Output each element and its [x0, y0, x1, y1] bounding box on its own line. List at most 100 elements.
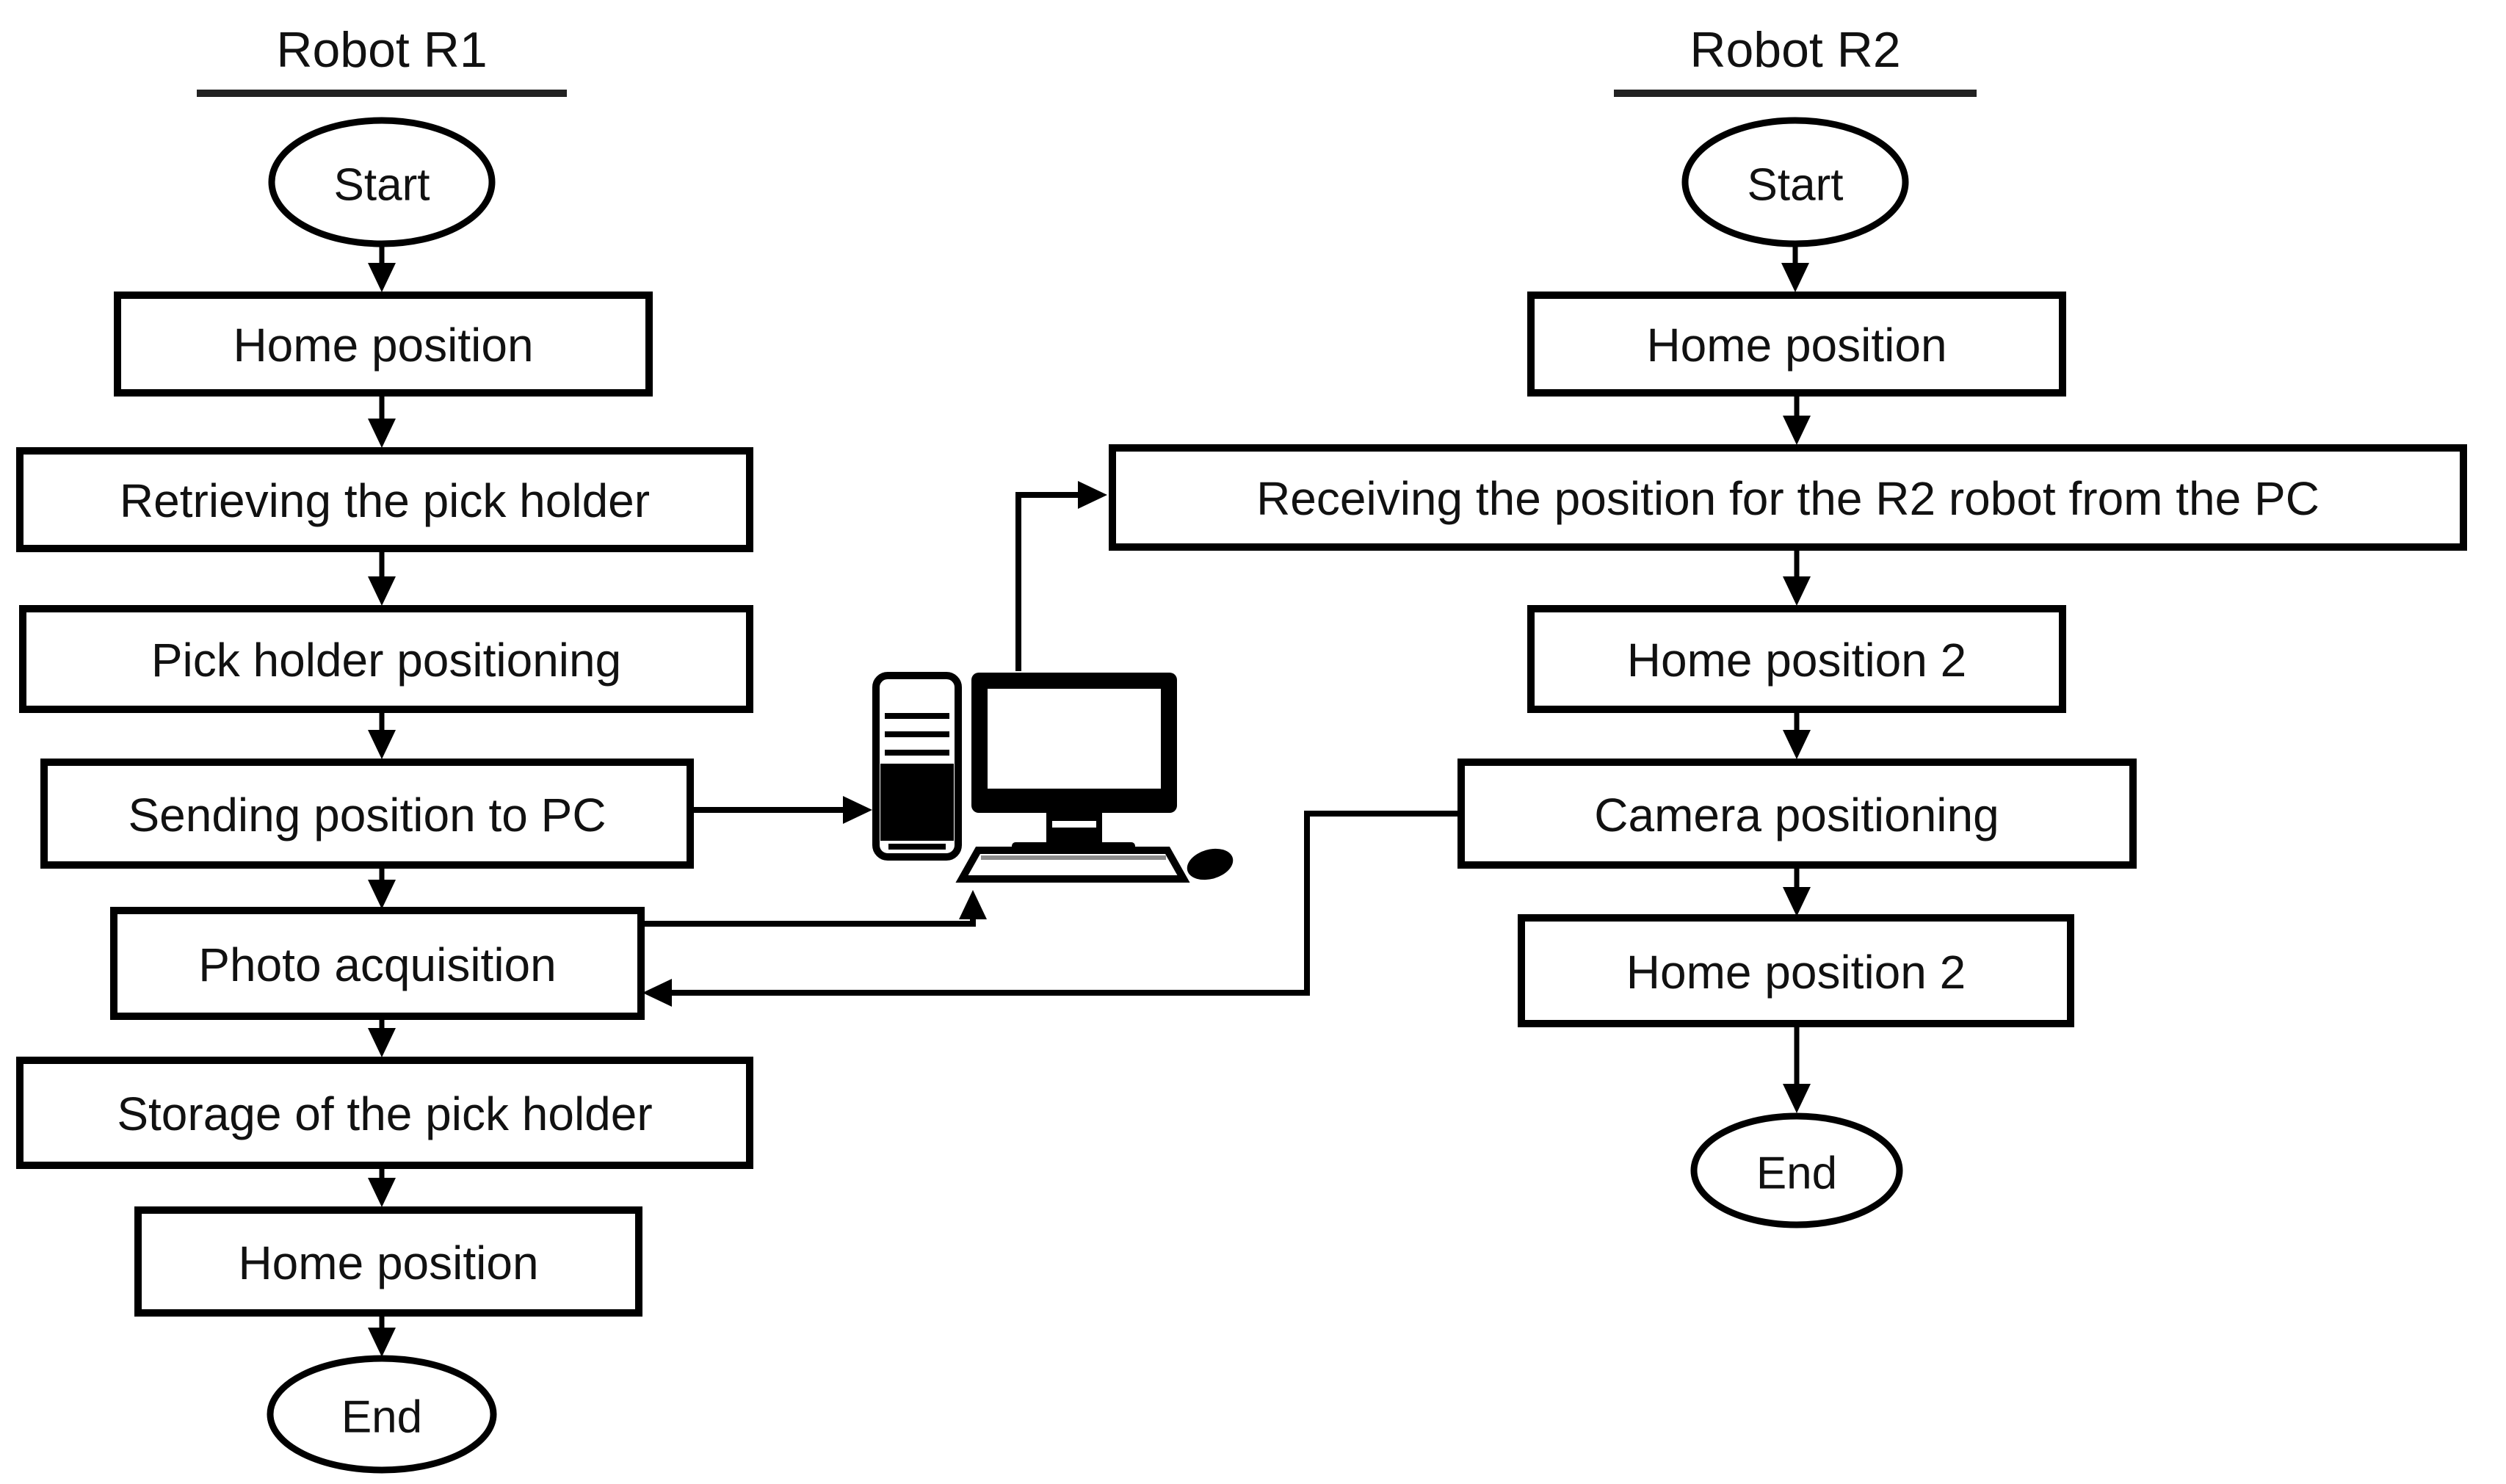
tower-front-panel [880, 764, 954, 841]
pc-keyboard-icon [955, 847, 1190, 883]
flow-arrow [368, 1016, 396, 1057]
arrow-head [843, 796, 872, 824]
flow-arrow [1783, 865, 1811, 916]
r2-step-home-position: Home position [1527, 292, 2066, 397]
r2-step-home-position-2a: Home position 2 [1527, 605, 2066, 713]
step-label: Home position [1646, 319, 1947, 372]
r1-step-retrieving-pick-holder: Retrieving the pick holder [16, 447, 753, 552]
pc-mouse-icon [1187, 848, 1234, 880]
step-box [134, 1206, 642, 1317]
flow-arrow [368, 1165, 396, 1207]
arrow-head [1783, 416, 1811, 445]
step-box [114, 292, 653, 397]
r1-step-home-position-2: Home position [134, 1206, 642, 1317]
r2-end-node: End [1690, 1112, 1903, 1228]
r1-step-pick-holder-positioning: Pick holder positioning [19, 605, 753, 713]
r1-column-title: Robot R1 [276, 22, 487, 78]
arrow-head [1783, 576, 1811, 606]
arrow-head [1783, 1084, 1811, 1113]
flow-arrow [368, 1313, 396, 1357]
r2-end-ellipse [1690, 1112, 1903, 1228]
arrow-head [368, 576, 396, 606]
flowchart-robot-r1: Robot R1 Start Home position Retrieving … [16, 22, 753, 1474]
connector-line [1015, 492, 1079, 671]
r2-column-title: Robot R2 [1690, 22, 1900, 78]
step-label: Retrieving the pick holder [120, 474, 650, 527]
step-label: Storage of the pick holder [117, 1087, 652, 1140]
pc-monitor-icon [971, 673, 1177, 860]
r2-end-label: End [1756, 1148, 1837, 1199]
arrow-head [1781, 263, 1809, 292]
monitor-neck-slot [1052, 821, 1096, 828]
step-box [1518, 914, 2074, 1027]
step-box [1527, 605, 2066, 713]
flow-arrow [368, 393, 396, 448]
connector-line [672, 811, 1461, 996]
step-box [1109, 444, 2467, 551]
connector-pc-to-receiving [1015, 481, 1107, 671]
arrow-head [368, 730, 396, 759]
step-label: Sending position to PC [128, 789, 606, 841]
r1-end-ellipse [267, 1355, 497, 1474]
r1-end-label: End [341, 1392, 422, 1443]
r1-step-home-position-1: Home position [114, 292, 653, 397]
flow-arrow [1783, 709, 1811, 759]
flow-arrow [1783, 547, 1811, 606]
step-label: Home position [238, 1237, 538, 1289]
arrow-head [368, 880, 396, 909]
r1-start-ellipse [268, 117, 496, 247]
step-label: Home position [233, 319, 533, 372]
flow-arrow [1783, 1024, 1811, 1113]
connector-camera-to-photo [642, 811, 1461, 1007]
arrow-head [368, 419, 396, 448]
r1-step-sending-position-to-pc: Sending position to PC [40, 759, 694, 869]
flow-arrow [1783, 393, 1811, 445]
arrow-head [1078, 481, 1107, 509]
desktop-computer-icon [872, 672, 1234, 883]
step-box [1457, 759, 2137, 869]
flowchart-robot-r2: Robot R2 Start Home position Receiving t… [1109, 22, 2467, 1228]
step-label: Pick holder positioning [151, 634, 621, 687]
step-label: Home position 2 [1626, 946, 1966, 999]
r2-step-camera-positioning: Camera positioning [1457, 759, 2137, 869]
connector-line [641, 918, 976, 927]
arrow-head [1783, 730, 1811, 759]
flow-arrow [1781, 245, 1809, 292]
flow-arrow [368, 865, 396, 909]
arrow-head [642, 979, 672, 1007]
arrow-head [368, 1178, 396, 1207]
r1-end-node: End [267, 1355, 497, 1474]
step-box [19, 605, 753, 713]
r1-step-photo-acquisition: Photo acquisition [110, 907, 645, 1020]
step-box [40, 759, 694, 869]
r2-start-node: Start [1681, 117, 1909, 247]
r2-step-receiving-position-from-pc: Receiving the position for the R2 robot … [1109, 444, 2467, 551]
flow-arrow [368, 709, 396, 759]
r2-step-home-position-2b: Home position 2 [1518, 914, 2074, 1027]
step-label: Camera positioning [1594, 789, 1999, 841]
monitor-screen [988, 689, 1161, 789]
r2-start-ellipse [1681, 117, 1909, 247]
r1-start-node: Start [268, 117, 496, 247]
pc-tower-icon [872, 672, 962, 861]
r1-step-storage-pick-holder: Storage of the pick holder [16, 1057, 753, 1169]
r2-start-label: Start [1748, 160, 1844, 211]
step-label: Home position 2 [1627, 634, 1966, 687]
flow-arrow [368, 245, 396, 292]
step-box [110, 907, 645, 1020]
arrow-head [368, 263, 396, 292]
arrow-head [959, 890, 987, 919]
step-label: Receiving the position for the R2 robot … [1256, 472, 2320, 525]
arrow-head [368, 1028, 396, 1057]
arrow-head [1783, 887, 1811, 916]
step-label: Photo acquisition [198, 938, 556, 991]
step-box [1527, 292, 2066, 397]
arrow-head [368, 1328, 396, 1357]
step-box [16, 1057, 753, 1169]
connector-photo-to-pc [641, 890, 987, 927]
flow-arrow [368, 549, 396, 606]
step-box [16, 447, 753, 552]
r1-start-label: Start [334, 160, 430, 211]
